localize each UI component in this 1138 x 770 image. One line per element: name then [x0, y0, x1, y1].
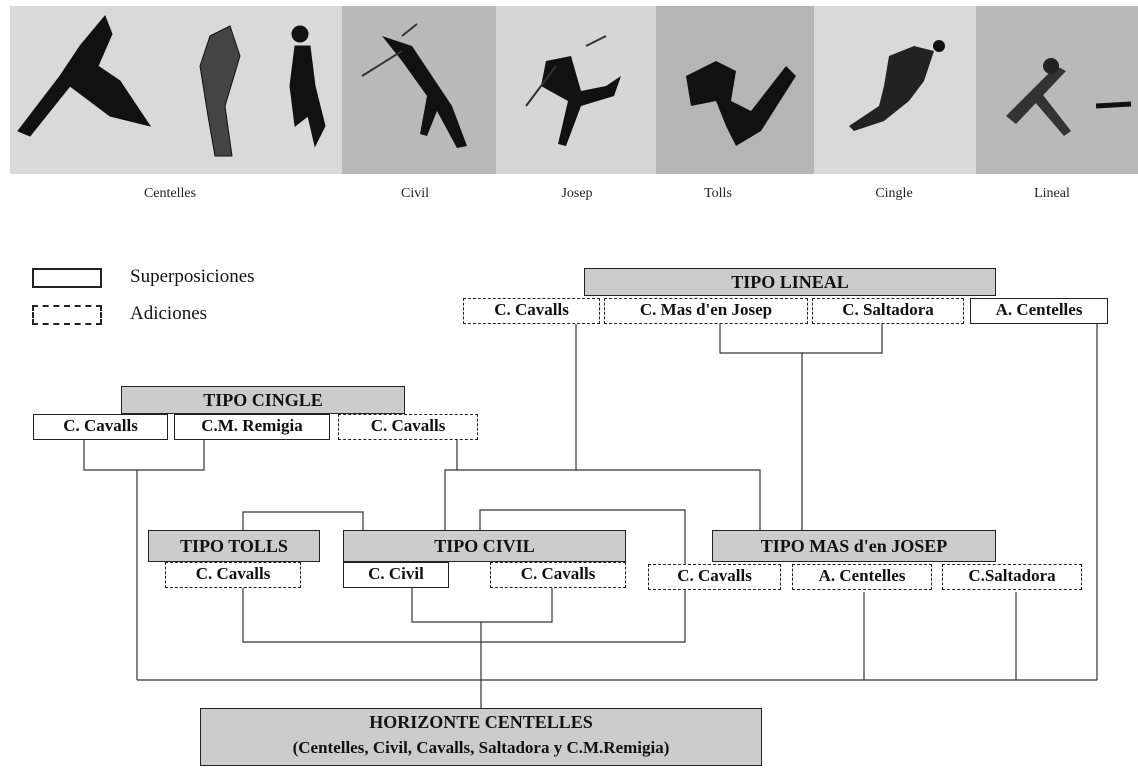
lineal-item-c-mas-den-josep: C. Mas d'en Josep	[604, 298, 808, 324]
horizonte-title: HORIZONTE CENTELLES	[369, 712, 593, 732]
tipo-cingle-title: TIPO CINGLE	[121, 386, 405, 414]
cingle-item-c-cavalls-addition: C. Cavalls	[338, 414, 478, 440]
mas-item-c-cavalls: C. Cavalls	[648, 564, 781, 590]
figure-cingle-image	[814, 6, 976, 174]
photo-civil	[342, 6, 496, 174]
tipo-mas-den-josep-title: TIPO MAS d'en JOSEP	[712, 530, 996, 562]
figure-josep-image	[496, 6, 656, 174]
lineal-item-c-cavalls: C. Cavalls	[463, 298, 600, 324]
photo-cingle	[814, 6, 976, 174]
civil-item-c-cavalls: C. Cavalls	[490, 562, 626, 588]
legend-superposiciones: Superposiciones	[130, 266, 255, 287]
lineal-item-a-centelles: A. Centelles	[970, 298, 1108, 324]
cingle-item-c-cavalls: C. Cavalls	[33, 414, 168, 440]
photo-tolls	[656, 6, 814, 174]
mas-item-c-saltadora: C.Saltadora	[942, 564, 1082, 590]
cingle-item-cm-remigia: C.M. Remigia	[174, 414, 330, 440]
figure-centelles-image	[10, 6, 342, 174]
photo-josep	[496, 6, 656, 174]
figure-tolls-image	[656, 6, 814, 174]
horizonte-centelles-box: HORIZONTE CENTELLES (Centelles, Civil, C…	[200, 708, 762, 766]
strip-label-lineal: Lineal	[1034, 186, 1070, 201]
figure-civil-image	[342, 6, 496, 174]
strip-label-centelles: Centelles	[143, 186, 197, 201]
legend-adiciones: Adiciones	[130, 303, 208, 324]
photo-lineal	[976, 6, 1138, 174]
photo-centelles	[10, 6, 342, 174]
horizonte-subtitle: (Centelles, Civil, Cavalls, Saltadora y …	[292, 738, 670, 757]
tipo-lineal-title: TIPO LINEAL	[584, 268, 996, 296]
strip-label-tolls: Tolls	[704, 186, 732, 201]
tipo-tolls-title: TIPO TOLLS	[148, 530, 320, 562]
tolls-item-c-cavalls: C. Cavalls	[165, 562, 301, 588]
tipo-civil-title: TIPO CIVIL	[343, 530, 626, 562]
strip-label-josep: Josep	[561, 186, 593, 201]
mas-item-a-centelles: A. Centelles	[792, 564, 932, 590]
civil-item-c-civil: C. Civil	[343, 562, 449, 588]
legend-solid-box	[32, 268, 102, 288]
figure-lineal-image	[976, 6, 1138, 174]
strip-label-civil: Civil	[400, 186, 429, 201]
strip-label-cingle: Cingle	[875, 186, 913, 201]
lineal-item-c-saltadora: C. Saltadora	[812, 298, 964, 324]
legend-dashed-box	[32, 305, 102, 325]
